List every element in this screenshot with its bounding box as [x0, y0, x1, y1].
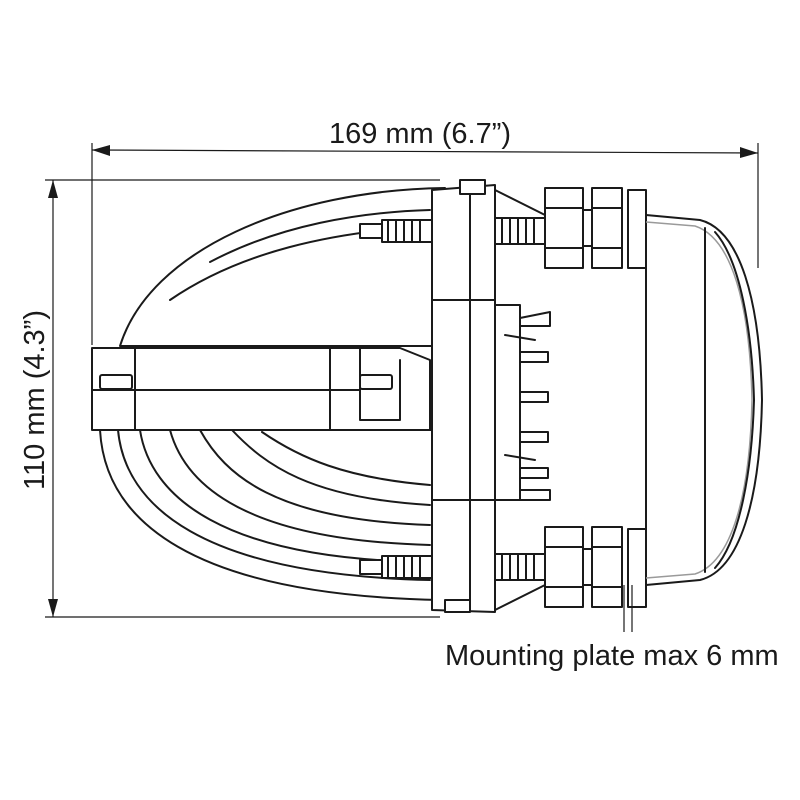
height-dimension: 110 mm (4.3”): [19, 179, 440, 618]
top-bolt: [359, 187, 647, 269]
mounting-plate-note: Mounting plate max 6 mm: [445, 640, 779, 672]
front-lens: [645, 214, 763, 586]
lamp-body: [91, 179, 763, 632]
width-dimension-label: 169 mm (6.7”): [329, 118, 511, 150]
width-dimension: 169 mm (6.7”): [91, 118, 759, 345]
height-dimension-label: 110 mm (4.3”): [19, 310, 51, 490]
